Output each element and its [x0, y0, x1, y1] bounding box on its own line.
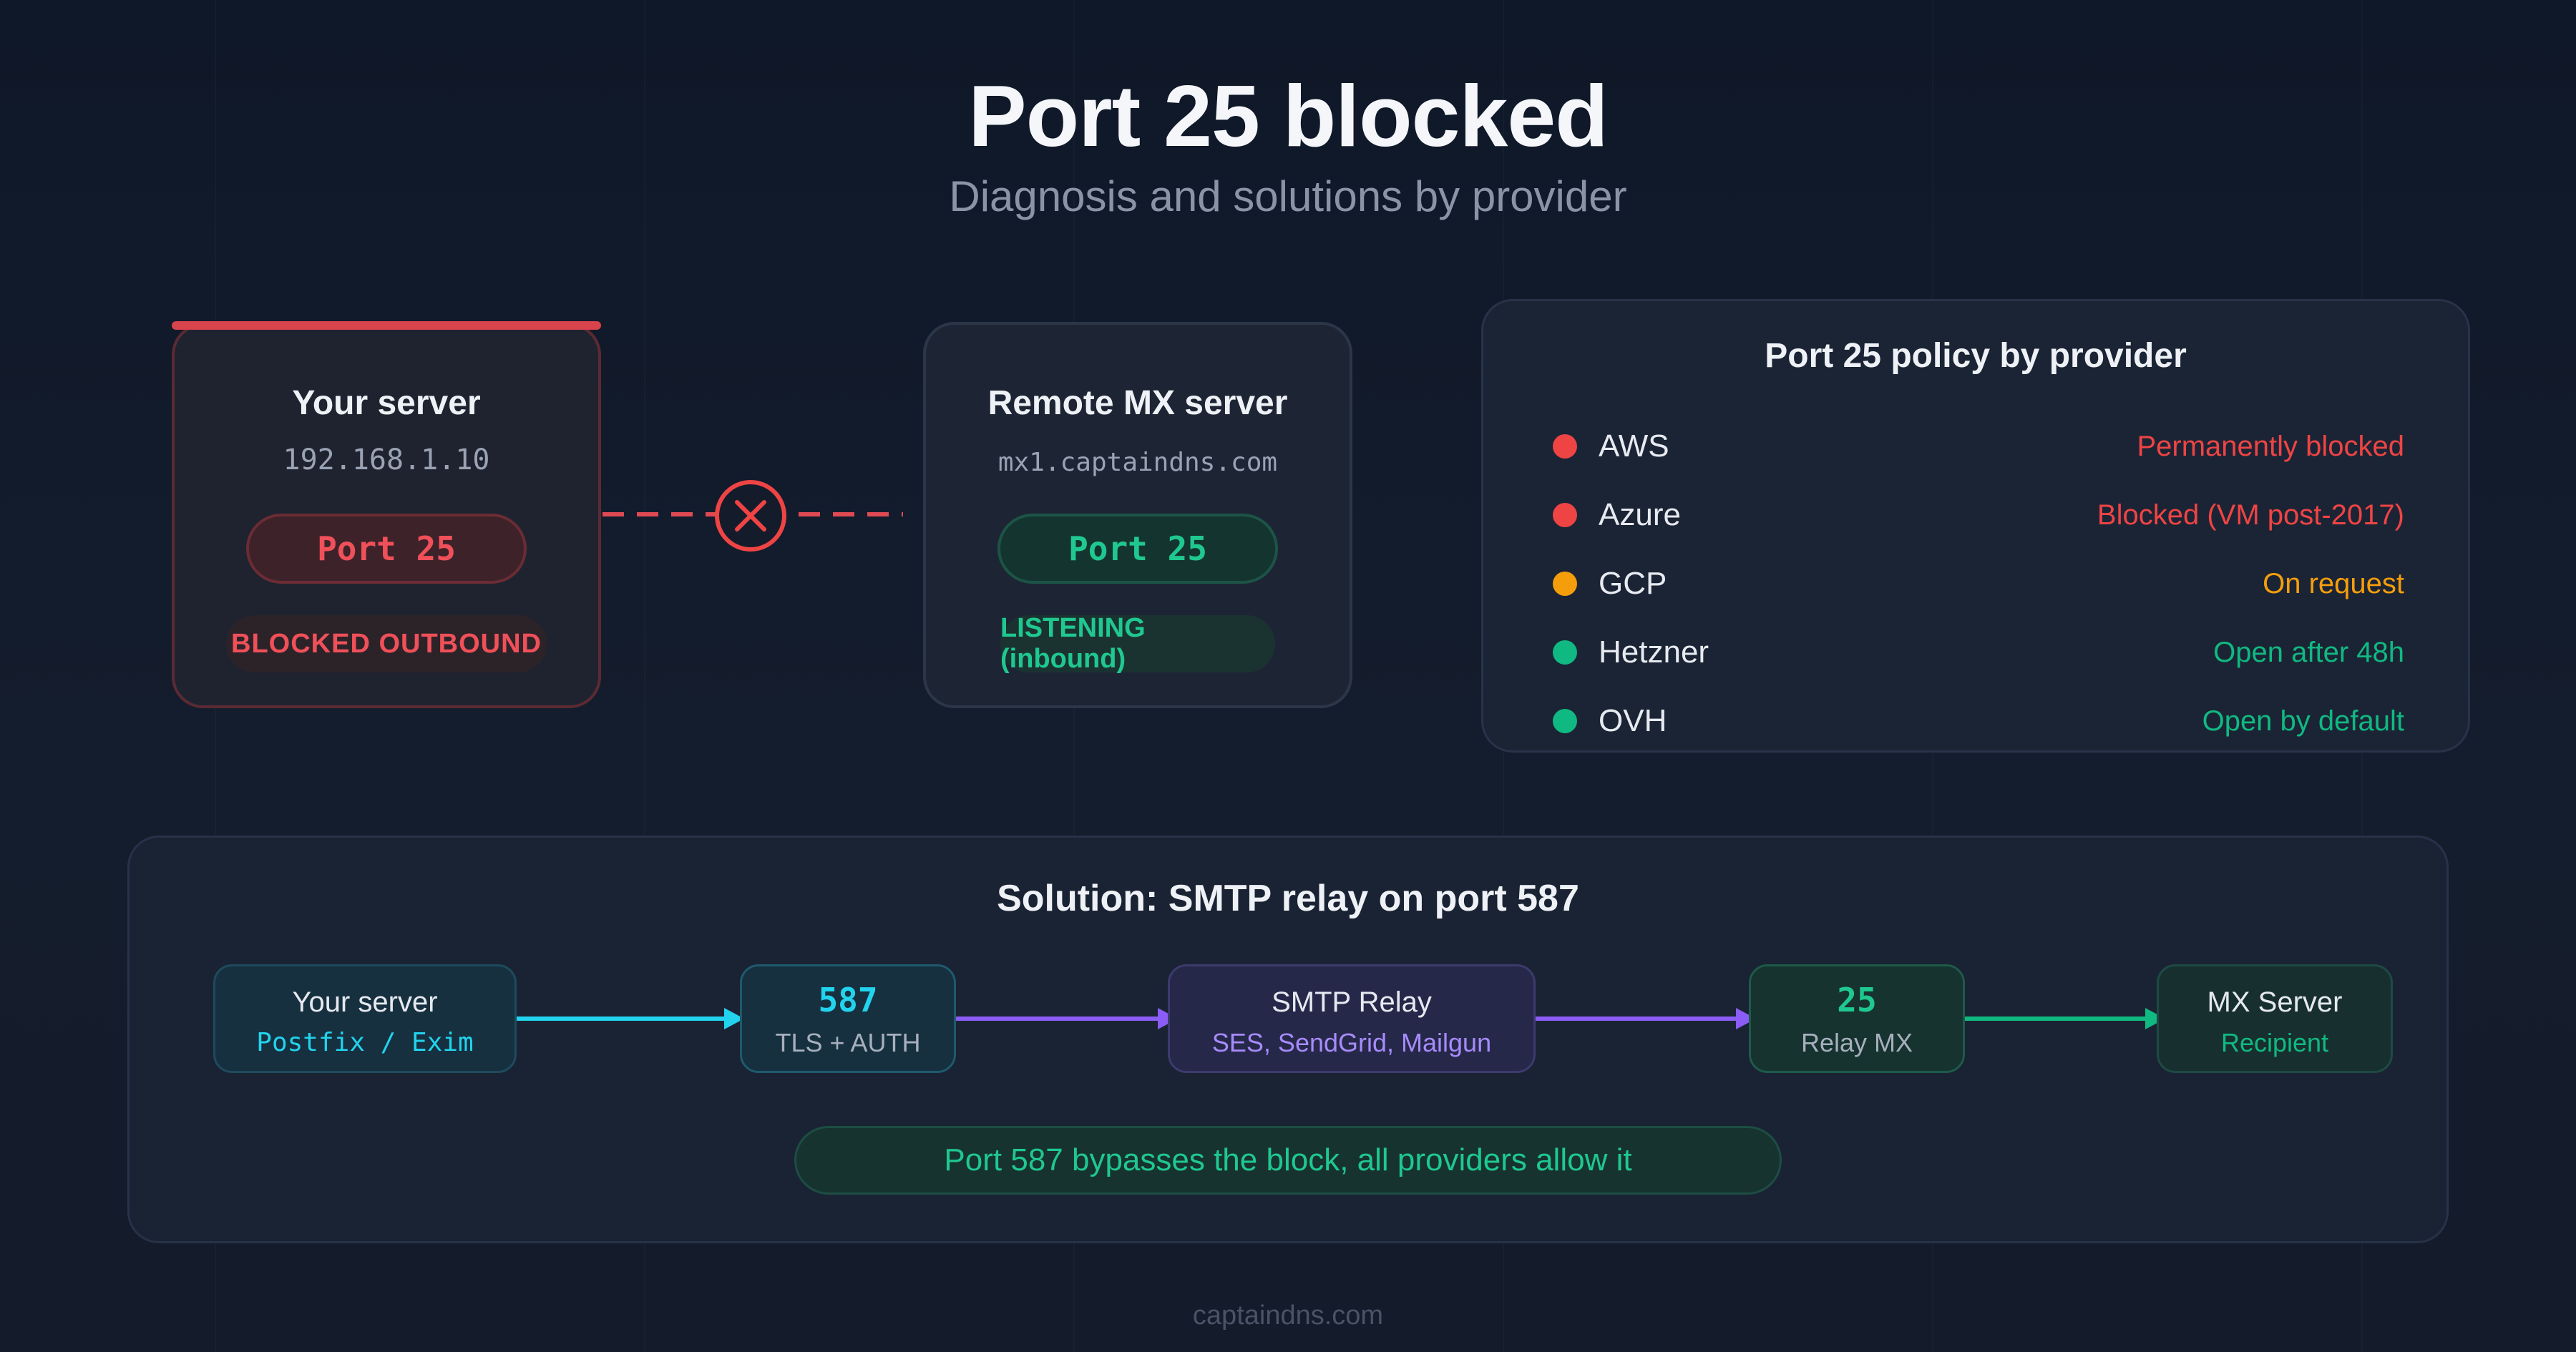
provider-row-gcp: GCP On request: [1553, 562, 2404, 605]
flow-arrow-purple: [1536, 1017, 1737, 1021]
provider-name: GCP: [1599, 566, 1667, 601]
flow-step-subtitle: Relay MX: [1800, 1028, 1913, 1057]
flow-step-title: Your server: [292, 986, 438, 1018]
blocked-link-left: [602, 512, 728, 516]
remote-mx-port-badge: Port 25: [997, 514, 1278, 584]
flow-step-title: MX Server: [2207, 986, 2343, 1018]
flow-step-subtitle: SES, SendGrid, Mailgun: [1211, 1028, 1492, 1057]
provider-status: Open after 48h: [2213, 636, 2404, 668]
status-dot-icon: [1553, 709, 1577, 733]
flow-step-title: SMTP Relay: [1272, 986, 1432, 1018]
provider-status: Permanently blocked: [2137, 430, 2404, 462]
blocked-x-icon: [715, 480, 786, 552]
provider-status: Open by default: [2202, 705, 2404, 737]
provider-name: Hetzner: [1599, 635, 1709, 670]
provider-row-hetzner: Hetzner Open after 48h: [1553, 631, 2404, 674]
flow-step-port-25-relay: 25 Relay MX: [1749, 964, 1965, 1073]
page-title: Port 25 blocked: [968, 67, 1609, 165]
provider-name: OVH: [1599, 703, 1667, 738]
solution-note-badge: Port 587 bypasses the block, all provide…: [794, 1126, 1782, 1195]
flow-step-port-587: 587 TLS + AUTH: [740, 964, 956, 1073]
flow-arrow-purple: [956, 1017, 1159, 1021]
your-server-alert-bar: [172, 321, 601, 330]
provider-row-ovh: OVH Open by default: [1553, 700, 2404, 743]
flow-step-subtitle: Recipient: [2220, 1028, 2329, 1057]
provider-name: AWS: [1599, 428, 1669, 464]
flow-step-smtp-relay: SMTP Relay SES, SendGrid, Mailgun: [1168, 964, 1536, 1073]
blocked-link-right: [799, 512, 903, 516]
flow-arrow-green: [1965, 1017, 2148, 1021]
provider-status: On request: [2263, 567, 2404, 599]
remote-mx-status-badge: LISTENING (inbound): [1000, 613, 1275, 674]
your-server-ip: 192.168.1.10: [283, 444, 490, 476]
your-server-port-badge: Port 25: [246, 514, 527, 584]
provider-status: Blocked (VM post-2017): [2097, 499, 2404, 531]
provider-row-aws: AWS Permanently blocked: [1553, 425, 2404, 468]
status-dot-icon: [1553, 572, 1577, 596]
remote-mx-host: mx1.captaindns.com: [997, 448, 1278, 477]
your-server-status-badge: BLOCKED OUTBOUND: [226, 615, 547, 672]
provider-policy-title: Port 25 policy by provider: [1765, 337, 2187, 375]
provider-policy-card: [1481, 299, 2470, 753]
remote-mx-title: Remote MX server: [987, 384, 1288, 422]
flow-step-title: 587: [818, 981, 878, 1019]
status-dot-icon: [1553, 434, 1577, 459]
solution-title: Solution: SMTP relay on port 587: [997, 878, 1579, 919]
provider-name: Azure: [1599, 497, 1681, 532]
flow-step-subtitle: TLS + AUTH: [775, 1028, 921, 1057]
your-server-title: Your server: [292, 384, 481, 422]
status-dot-icon: [1553, 503, 1577, 527]
status-dot-icon: [1553, 640, 1577, 665]
flow-step-title: 25: [1837, 981, 1877, 1019]
provider-row-azure: Azure Blocked (VM post-2017): [1553, 494, 2404, 537]
footer-domain: captaindns.com: [1192, 1300, 1384, 1331]
flow-step-your-server: Your server Postfix / Exim: [213, 964, 517, 1073]
page-subtitle: Diagnosis and solutions by provider: [949, 172, 1627, 220]
flow-step-mx-server: MX Server Recipient: [2157, 964, 2393, 1073]
flow-step-subtitle: Postfix / Exim: [256, 1028, 474, 1057]
flow-arrow-cyan: [517, 1017, 726, 1021]
